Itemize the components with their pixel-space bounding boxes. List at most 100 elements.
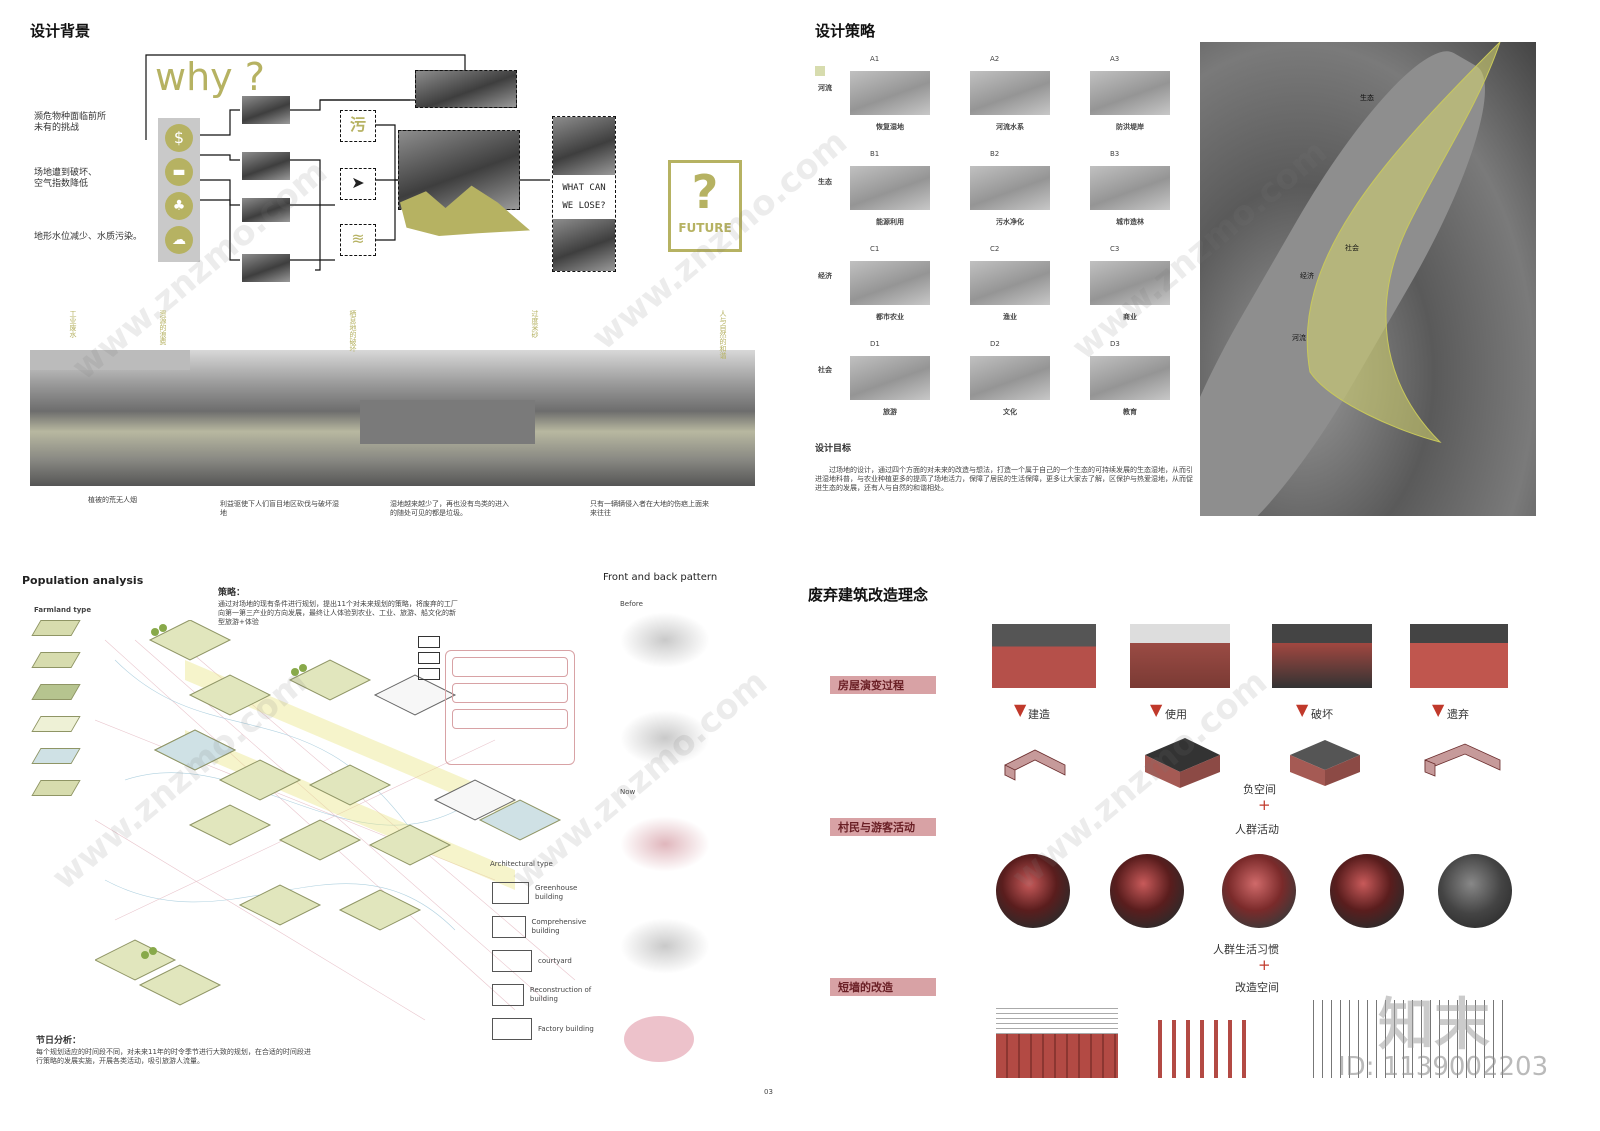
arrow-down-icon: ▼ xyxy=(1150,700,1163,719)
cell-code: A3 xyxy=(1110,55,1120,63)
photo-brick-wall xyxy=(992,624,1096,688)
cell-code: A1 xyxy=(870,55,880,63)
strategy-title: 策略： xyxy=(218,588,246,598)
old-face-photo xyxy=(553,219,615,271)
strategy-cell: D2 文化 xyxy=(960,340,1070,428)
cell-code: B3 xyxy=(1110,150,1120,158)
cell-label: 商业 xyxy=(1123,313,1137,321)
challenge-2: 场地遭到破坏、空气指数降低 xyxy=(34,168,98,189)
pink-info-panel xyxy=(445,650,575,765)
cell-sketch xyxy=(970,261,1050,305)
row-label-river: 河流 xyxy=(818,84,832,92)
id-watermark: ID: 1139002203 xyxy=(1338,1052,1549,1082)
cell-label: 污水净化 xyxy=(996,218,1024,226)
farmland-type-list xyxy=(31,620,81,840)
activity-photo-1 xyxy=(996,854,1070,928)
cell-sketch xyxy=(1090,166,1170,210)
bar-short-wall: 短墙的改造 xyxy=(830,978,936,996)
cell-code: B1 xyxy=(870,150,880,158)
water-icon: ≋ xyxy=(340,224,376,256)
arch-item: courtyard xyxy=(492,944,602,978)
stage-abandon: 遗弃 xyxy=(1447,708,1469,721)
wall-render-2 xyxy=(1152,1020,1248,1078)
cell-sketch xyxy=(850,166,930,210)
now-map-2 xyxy=(620,918,710,974)
bar-activities: 村民与游客活动 xyxy=(830,818,936,836)
now-label: Now xyxy=(620,788,636,796)
cell-label: 城市造林 xyxy=(1116,218,1144,226)
before-map-1 xyxy=(620,612,710,668)
arch-item: Greenhouse building xyxy=(492,876,602,910)
vlabel-4: 过度采砂 xyxy=(531,310,539,338)
panorama-sky-1 xyxy=(30,350,190,370)
cell-code: C1 xyxy=(870,245,880,253)
now-map-1 xyxy=(620,816,710,872)
row-label-econ: 经济 xyxy=(818,272,832,280)
stage-use: 使用 xyxy=(1165,708,1187,721)
arrow-down-icon: ▼ xyxy=(1432,700,1445,719)
caption-2: 利益驱使下人们盲目地区砍伐与破坏湿地 xyxy=(220,500,339,517)
arch-title: Architectural type xyxy=(490,860,553,868)
activity-photo-5 xyxy=(1438,854,1512,928)
habit-label: 人群生活习惯 xyxy=(1213,943,1279,956)
strategy-cell: A1 恢复湿地 xyxy=(840,55,950,143)
page-number: 03 xyxy=(764,1088,773,1096)
strategy-cell: B3 城市造林 xyxy=(1080,150,1190,238)
cell-label: 河流水系 xyxy=(996,123,1024,131)
brand-watermark: 知末 xyxy=(1378,993,1490,1058)
olive-zone xyxy=(1306,42,1501,443)
cell-sketch xyxy=(970,166,1050,210)
festival-text: 每个规划适应的时间段不同，对未来11年的时令季节进行大致的规划，在合适的时间段进… xyxy=(36,1048,311,1065)
cell-label: 渔业 xyxy=(1003,313,1017,321)
arch-type-list: Greenhouse building Comprehensive buildi… xyxy=(492,876,602,1046)
cell-sketch xyxy=(850,356,930,400)
challenge-1: 濒危物种面临前所未有的挑战 xyxy=(34,112,107,133)
cell-sketch xyxy=(850,261,930,305)
photo-small-4 xyxy=(242,254,290,282)
cell-label: 旅游 xyxy=(883,408,897,416)
isometric-diagram xyxy=(95,620,576,1021)
arch-item: Reconstruction of building xyxy=(492,978,602,1012)
challenge-3: 地形水位减少、水质污染。 xyxy=(34,232,143,242)
photo-small-2 xyxy=(242,152,290,180)
future-box: ? FUTURE xyxy=(668,160,742,252)
strategy-text: 通过对场地的现有条件进行规划，提出11个对未来规划的策略，将废弃的工厂向第一第三… xyxy=(218,600,458,626)
plus-icon: + xyxy=(1258,796,1271,814)
farmland-title: Farmland type xyxy=(34,606,92,614)
panorama-water xyxy=(360,400,535,444)
cell-sketch xyxy=(970,71,1050,115)
festival-title: 节日分析： xyxy=(36,1036,82,1046)
why-title: why ? xyxy=(155,55,265,99)
cell-label: 防洪堤岸 xyxy=(1116,123,1144,131)
activity-photo-2 xyxy=(1110,854,1184,928)
caption-3: 湿地越来越少了，再也没有鸟类的进入的随处可见的都是垃圾。 xyxy=(390,500,509,517)
strategy-cell: D3 教育 xyxy=(1080,340,1190,428)
farmland-swatch xyxy=(31,620,81,636)
arrow-down-icon: ▼ xyxy=(1296,700,1309,719)
arch-item: Comprehensive building xyxy=(492,910,602,944)
goal-title: 设计目标 xyxy=(815,444,852,454)
wall-render-3 xyxy=(1305,1000,1505,1078)
q2-title: 设计策略 xyxy=(815,22,876,40)
farmland-swatch xyxy=(31,780,81,796)
cell-code: D3 xyxy=(1110,340,1120,348)
row-label-eco: 生态 xyxy=(818,178,832,186)
q1-title: 设计背景 xyxy=(30,22,91,40)
photo-top-dashed xyxy=(415,70,517,108)
strategy-cell: C3 商业 xyxy=(1080,245,1190,333)
strategy-cell: A2 河流水系 xyxy=(960,55,1070,143)
cell-code: C2 xyxy=(990,245,1000,253)
q4-title: 废弃建筑改造理念 xyxy=(808,586,929,604)
photo-house xyxy=(1130,624,1230,688)
strategy-cell: B2 污水净化 xyxy=(960,150,1070,238)
goal-text: 过场地的设计，通过四个方面的对未来的改造与想法，打造一个属于自己的一个生态的可持… xyxy=(815,466,1193,492)
pollution-icon: 污 xyxy=(340,110,376,142)
cell-label: 文化 xyxy=(1003,408,1017,416)
caption-1: 植被的荒无人烟 xyxy=(88,496,137,504)
dollar-icon: $ xyxy=(165,124,193,152)
cell-sketch xyxy=(850,71,930,115)
reform-label: 改造空间 xyxy=(1235,981,1279,994)
cell-code: D2 xyxy=(990,340,1000,348)
activity-photo-4 xyxy=(1330,854,1404,928)
